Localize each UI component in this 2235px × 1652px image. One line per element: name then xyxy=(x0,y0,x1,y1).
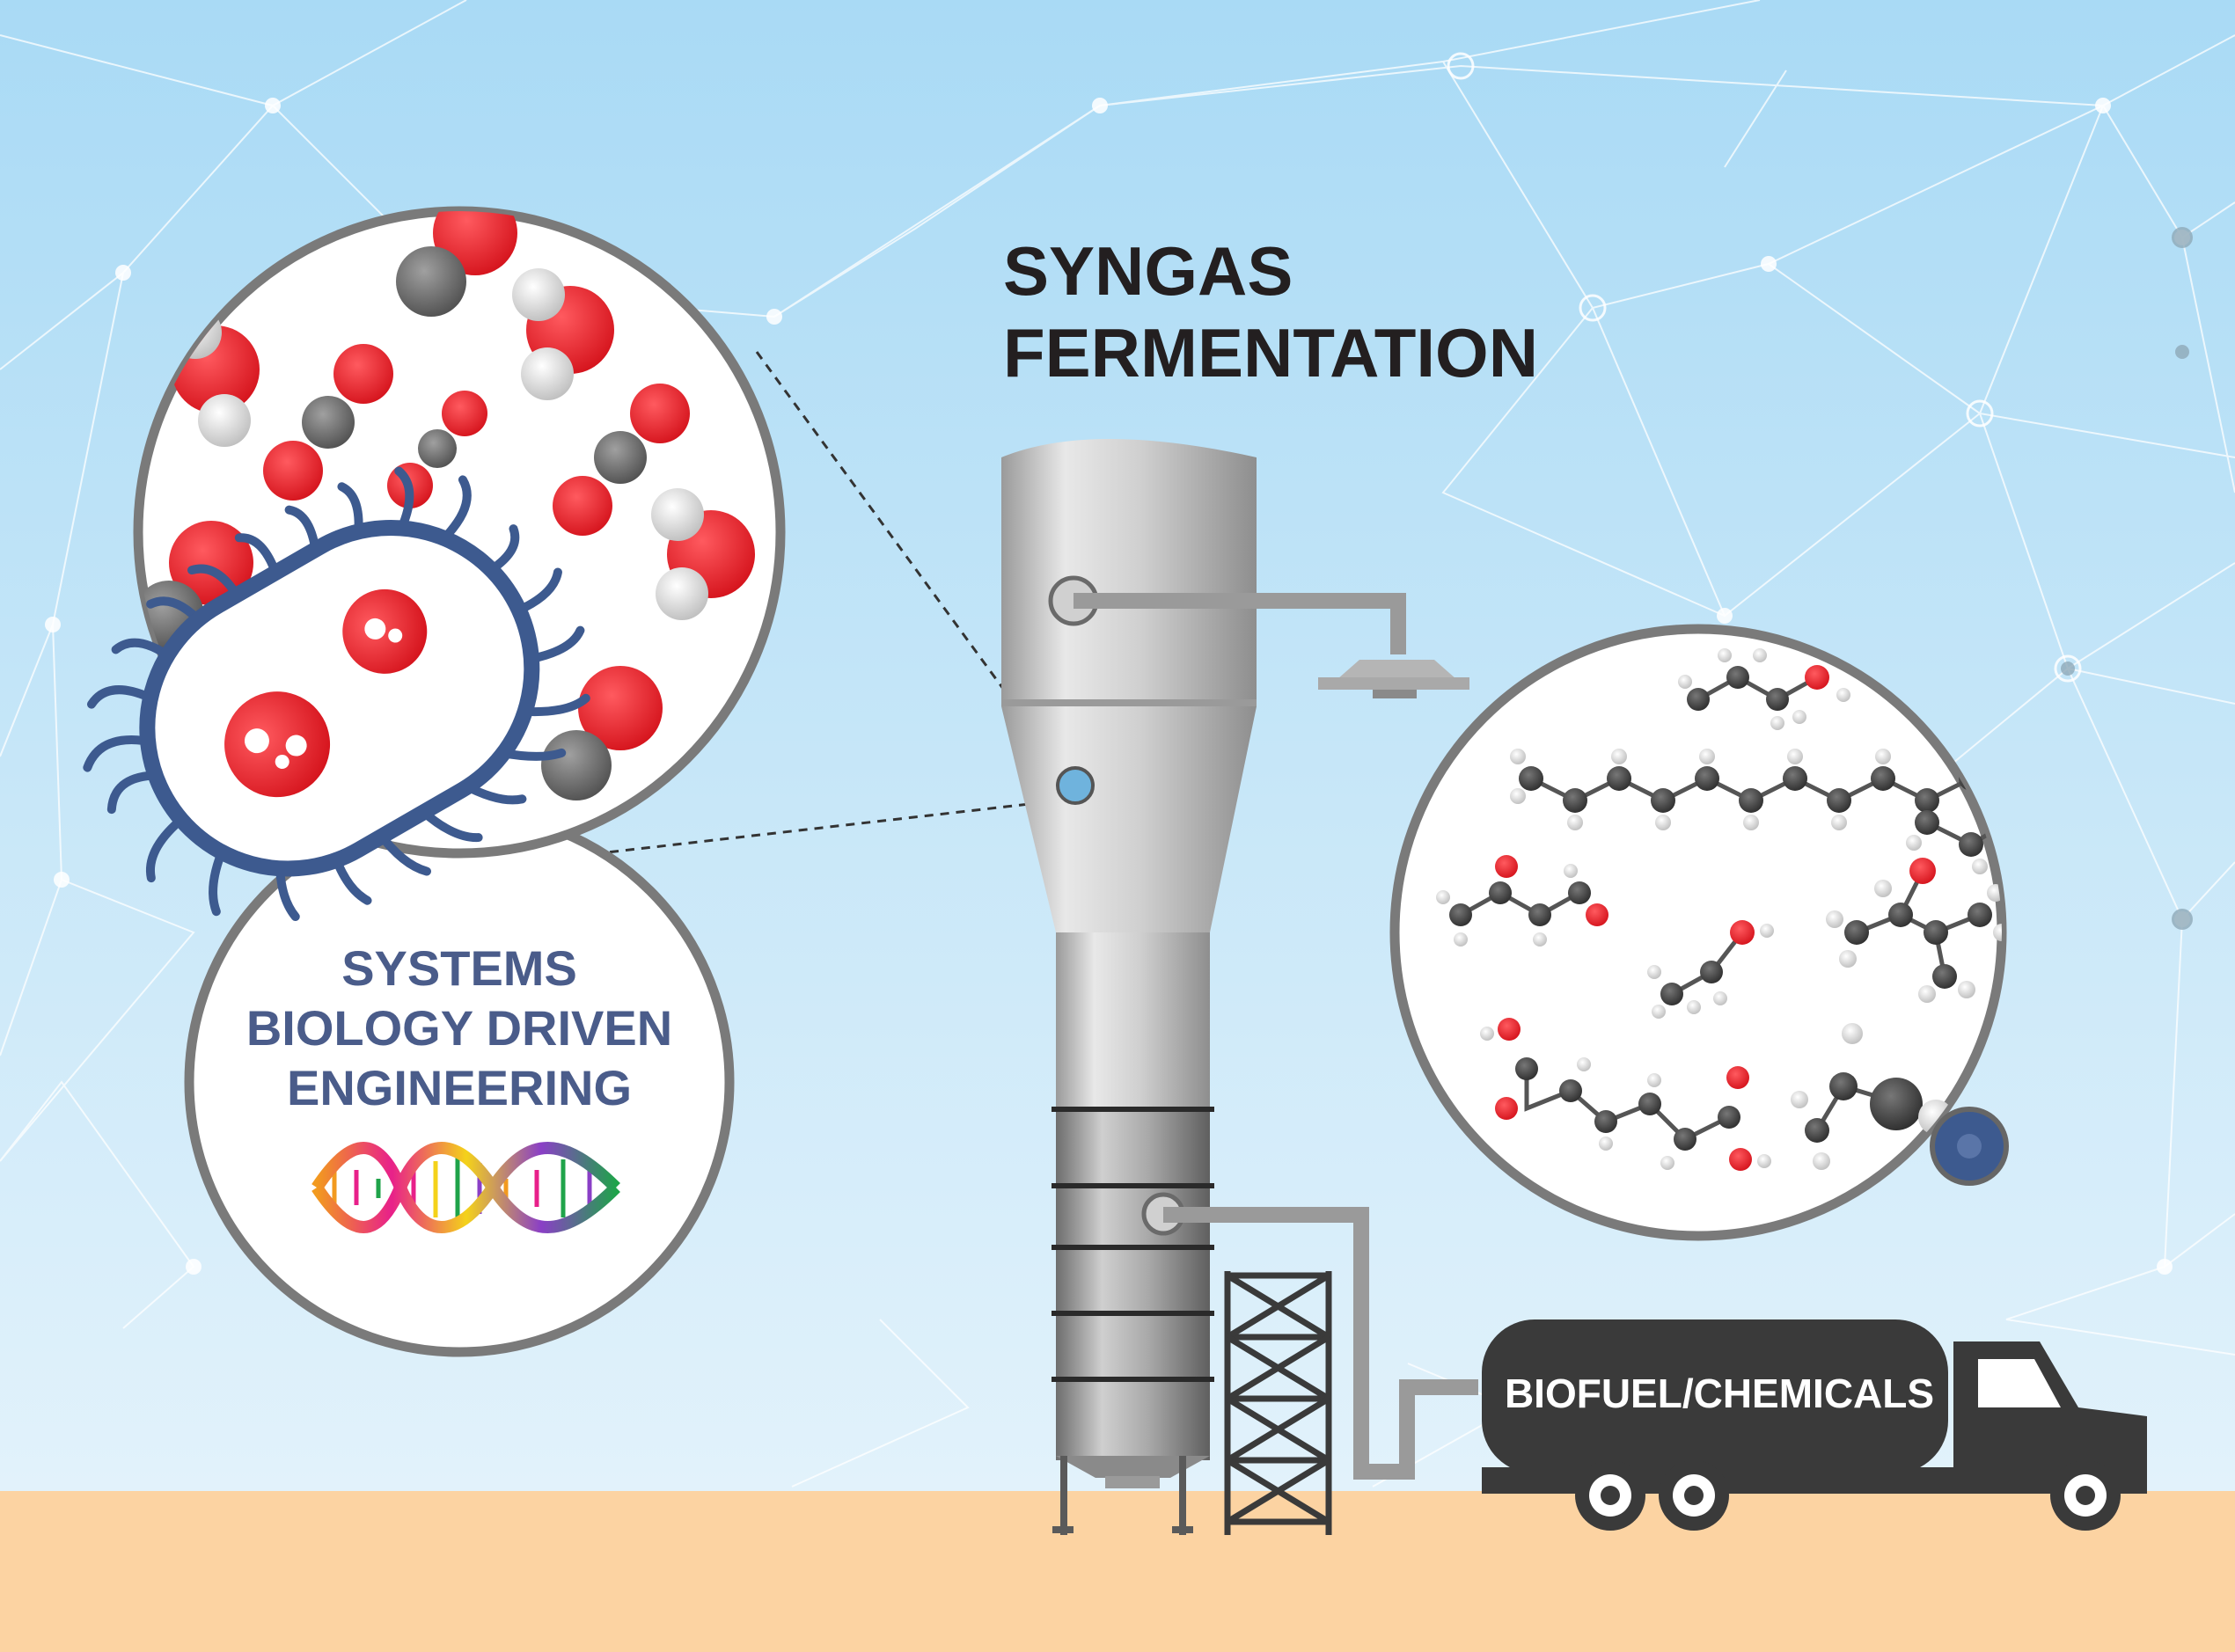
dicarboxylic-acid xyxy=(1480,1018,1771,1171)
product-molecule-circle xyxy=(1389,624,2007,1241)
scaffold-ladder-icon xyxy=(1224,1271,1332,1535)
h2o-molecule xyxy=(512,268,614,400)
co2-molecule xyxy=(553,384,690,536)
product-circle-knob-center xyxy=(1957,1134,1982,1159)
systems-label-line3: ENGINEERING xyxy=(287,1060,632,1115)
ethanol xyxy=(1647,920,1774,1019)
ground-strip xyxy=(0,1491,2235,1652)
title-line2: FERMENTATION xyxy=(1003,314,1538,391)
co-molecule xyxy=(541,666,663,800)
co2-molecule xyxy=(263,344,393,501)
gas-inlet-pipe xyxy=(1074,593,1406,654)
truck-wheel xyxy=(1575,1460,1645,1531)
shower-head-icon xyxy=(1318,660,1469,698)
systems-label-line1: SYSTEMS xyxy=(341,940,577,996)
acetate-fragment xyxy=(1791,1023,1953,1170)
bioreactor-icon xyxy=(1001,439,1257,1535)
propanol xyxy=(1678,648,1850,730)
title-line1: SYNGAS xyxy=(1003,232,1293,310)
bacterium-icon xyxy=(83,466,590,922)
systems-label-line2: BIOLOGY DRIVEN xyxy=(246,1000,672,1056)
truck-wheel xyxy=(2050,1460,2121,1531)
truck-label: BIOFUEL/CHEMICALS xyxy=(1505,1371,1934,1416)
tanker-truck-icon xyxy=(1482,1319,2147,1531)
butanediol xyxy=(1436,855,1608,947)
dna-helix-icon xyxy=(311,1142,620,1233)
isobutanol xyxy=(1826,858,2002,1003)
truck-wheel xyxy=(1659,1460,1729,1531)
product-outlet-pipe xyxy=(1163,1207,1478,1480)
network-nodes-dark xyxy=(2061,227,2193,930)
h2o-molecule xyxy=(651,488,755,620)
